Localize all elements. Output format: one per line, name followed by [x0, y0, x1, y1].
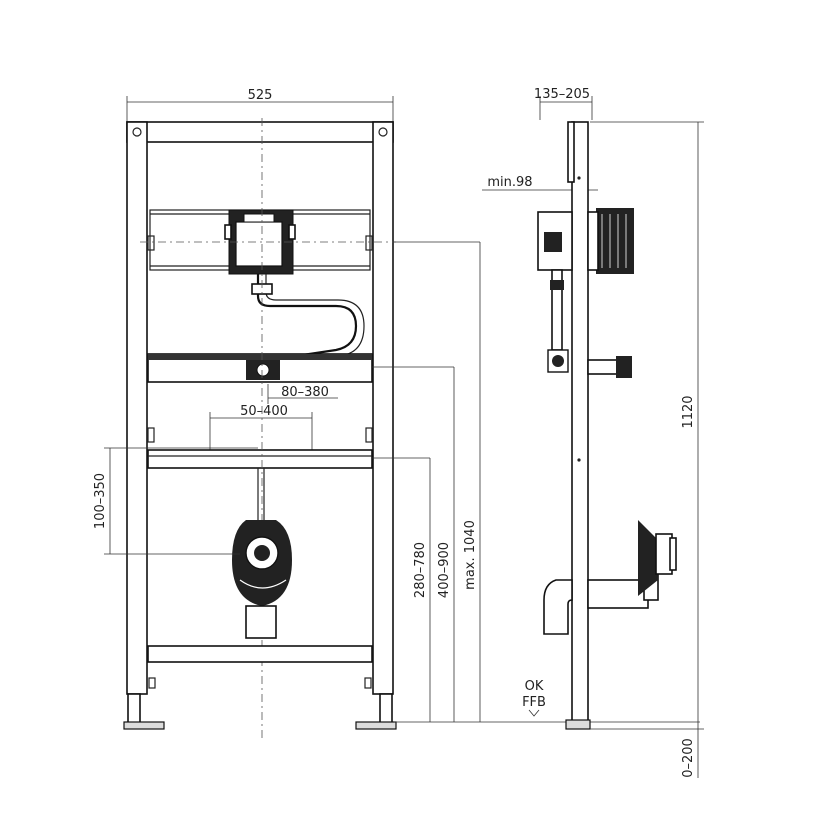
dim-400-900: 400–900 — [372, 366, 455, 722]
side-nozzle — [587, 356, 632, 378]
dim-280-780: 280–780 — [372, 457, 431, 722]
bottom-rail — [147, 645, 373, 663]
dim-100-350-label: 100–350 — [93, 473, 108, 529]
side-view: 135–205 min.98 — [482, 87, 704, 778]
min-label: min.98 — [487, 175, 532, 190]
height-label: 1120 — [681, 395, 696, 428]
middle-rail — [147, 353, 373, 383]
ok-label: OK — [525, 679, 544, 694]
dim-max-1040-label: max. 1040 — [463, 520, 478, 590]
front-view: 525 — [93, 88, 700, 740]
ffb-label: FFB — [522, 695, 546, 710]
side-frame — [565, 121, 591, 730]
dim-80-380: 80–380 — [267, 384, 338, 404]
mounting-hole-left — [132, 127, 142, 137]
floor-dimension: 0–200 — [590, 722, 704, 778]
drain-trap — [232, 520, 292, 639]
lower-crossbar — [147, 427, 373, 469]
side-drain — [543, 520, 677, 635]
supply-hose — [251, 274, 365, 363]
height-dimension: 1120 — [590, 121, 704, 722]
dim-100-350: 100–350 — [93, 447, 258, 555]
dim-80-380-label: 80–380 — [281, 385, 329, 400]
depth-label: 135–205 — [534, 87, 590, 102]
dim-400-900-label: 400–900 — [437, 542, 452, 598]
dim-280-780-label: 280–780 — [413, 542, 428, 598]
side-valve-box — [537, 208, 634, 274]
floor-label: 0–200 — [681, 738, 696, 778]
ok-ffb-marker: OK FFB — [522, 679, 546, 717]
bracket-right — [365, 235, 373, 251]
dim-max-1040: max. 1040 — [393, 241, 481, 722]
mounting-hole-right — [378, 127, 388, 137]
depth-dimension: 135–205 — [534, 87, 593, 120]
frame-outline — [126, 121, 394, 695]
width-label: 525 — [248, 88, 273, 103]
dim-50-400-label: 50–400 — [240, 404, 288, 419]
side-hose — [547, 269, 569, 373]
bracket-left — [147, 235, 155, 251]
frame-feet — [123, 677, 397, 730]
width-dimension: 525 — [126, 88, 394, 122]
